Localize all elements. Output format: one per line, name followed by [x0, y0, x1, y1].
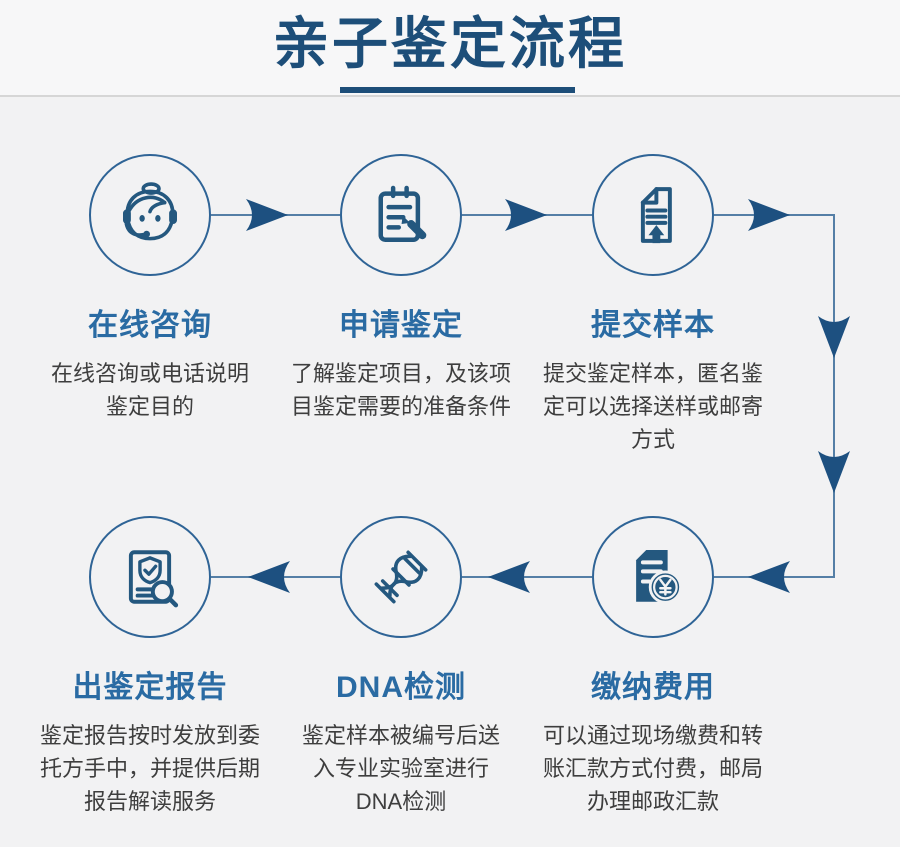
step-apply-test: 申请鉴定 了解鉴定项目，及该项 目鉴定需要的准备条件: [276, 154, 526, 423]
step-title: 出鉴定报告: [72, 671, 228, 704]
document-upload-icon: [640, 187, 672, 244]
step-circle: [340, 154, 462, 276]
step-online-consult: 在线咨询 在线咨询或电话说明 鉴定目的: [25, 154, 275, 423]
customer-service-icon: [123, 182, 177, 241]
report-shield-check-icon: [128, 550, 179, 608]
step-circle: [592, 516, 714, 638]
clipboard-pencil-icon: [378, 185, 427, 242]
page-title: 亲子鉴定流程: [273, 12, 627, 75]
dna-helix-icon: [374, 550, 428, 604]
step-report: 出鉴定报告 鉴定报告按时发放到委 托方手中，并提供后期 报告解读服务: [25, 516, 275, 818]
step-description: 在线咨询或电话说明 鉴定目的: [50, 361, 249, 419]
title-underline: [340, 87, 575, 93]
step-pay-fee: 缴纳费用 可以通过现场缴费和转 账汇款方式付费，邮局 办理邮政汇款: [528, 516, 778, 818]
step-circle: [89, 516, 211, 638]
step-description: 提交鉴定样本，匿名鉴 定可以选择送样或邮寄 方式: [542, 361, 763, 452]
step-title: 缴纳费用: [591, 671, 715, 704]
step-description: 鉴定报告按时发放到委 托方手中，并提供后期 报告解读服务: [39, 723, 260, 814]
invoice-yuan-coin-icon: [636, 550, 682, 604]
step-title: 申请鉴定: [339, 309, 463, 342]
header-divider: [0, 95, 900, 97]
step-circle: [340, 516, 462, 638]
step-title: 提交样本: [591, 309, 715, 342]
step-title: DNA检测: [336, 671, 466, 704]
arrow-down-icon: [818, 451, 850, 493]
arrow-down-icon: [818, 316, 850, 358]
step-description: 了解鉴定项目，及该项 目鉴定需要的准备条件: [290, 361, 511, 419]
step-submit-sample: 提交样本 提交鉴定样本，匿名鉴 定可以选择送样或邮寄 方式: [528, 154, 778, 456]
step-circle: [89, 154, 211, 276]
page-header: 亲子鉴定流程: [0, 0, 900, 95]
step-dna-test: DNA检测 鉴定样本被编号后送 入专业实验室进行 DNA检测: [276, 516, 526, 818]
step-description: 鉴定样本被编号后送 入专业实验室进行 DNA检测: [301, 723, 500, 814]
step-title: 在线咨询: [88, 309, 212, 342]
step-description: 可以通过现场缴费和转 账汇款方式付费，邮局 办理邮政汇款: [542, 723, 763, 814]
step-circle: [592, 154, 714, 276]
